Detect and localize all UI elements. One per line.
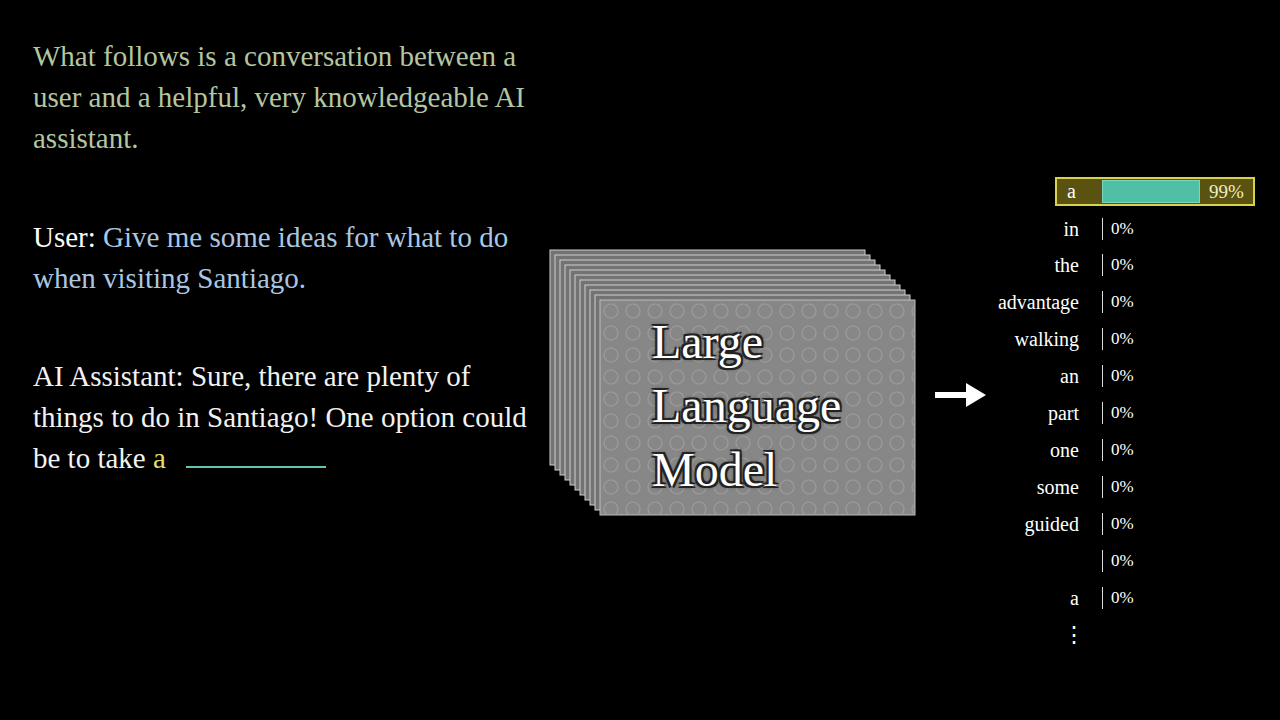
bar-baseline: [1102, 476, 1103, 498]
bar-baseline: [1102, 550, 1103, 572]
blank-slot: [186, 446, 326, 468]
token: a: [1070, 585, 1079, 611]
predicted-token: a: [153, 442, 166, 474]
token: a: [1067, 179, 1076, 204]
intro-text: What follows is a conversation between a…: [33, 40, 525, 154]
bar-baseline: [1102, 439, 1103, 461]
output-arrow: [935, 392, 968, 398]
probability: 99%: [1209, 179, 1244, 204]
probability: 0%: [1111, 512, 1134, 536]
token: the: [1055, 252, 1079, 278]
prompt-intro: What follows is a conversation between a…: [33, 36, 538, 159]
user-message: User: Give me some ideas for what to do …: [33, 217, 538, 299]
probability: 0%: [1111, 549, 1134, 573]
probability: 0%: [1111, 438, 1134, 462]
model-box: Large Language Model: [600, 300, 915, 515]
token: walking: [1015, 326, 1079, 352]
token: advantage: [998, 289, 1079, 315]
speaker-label: User:: [33, 221, 96, 253]
probability: 0%: [1111, 217, 1134, 241]
assistant-message: AI Assistant: Sure, there are plenty of …: [33, 356, 538, 479]
token: some: [1037, 474, 1079, 500]
neuron-pattern: [600, 300, 915, 515]
token: an: [1060, 363, 1079, 389]
bar-baseline: [1102, 402, 1103, 424]
token: guided: [1025, 511, 1079, 537]
bar-baseline: [1102, 291, 1103, 313]
probability: 0%: [1111, 253, 1134, 277]
assistant-text: AI Assistant: Sure, there are plenty of …: [33, 360, 527, 474]
token: one: [1050, 437, 1079, 463]
probability-bar: [1102, 180, 1200, 203]
model-label: Large Language Model: [652, 310, 892, 502]
more-tokens: ⋮: [1063, 620, 1085, 650]
probability: 0%: [1111, 290, 1134, 314]
front-layer: [600, 300, 915, 515]
token: in: [1063, 216, 1079, 242]
bar-baseline: [1102, 587, 1103, 609]
top-prediction-box: a 99%: [1055, 177, 1255, 206]
bar-baseline: [1102, 513, 1103, 535]
user-text: Give me some ideas for what to do when v…: [33, 221, 508, 294]
token: part: [1048, 400, 1079, 426]
bar-baseline: [1102, 218, 1103, 240]
probability: 0%: [1111, 364, 1134, 388]
bar-baseline: [1102, 328, 1103, 350]
probability: 0%: [1111, 475, 1134, 499]
bar-baseline: [1102, 254, 1103, 276]
bar-baseline: [1102, 365, 1103, 387]
probability: 0%: [1111, 401, 1134, 425]
arrow-head: [966, 383, 986, 407]
probability: 0%: [1111, 586, 1134, 610]
probability: 0%: [1111, 327, 1134, 351]
